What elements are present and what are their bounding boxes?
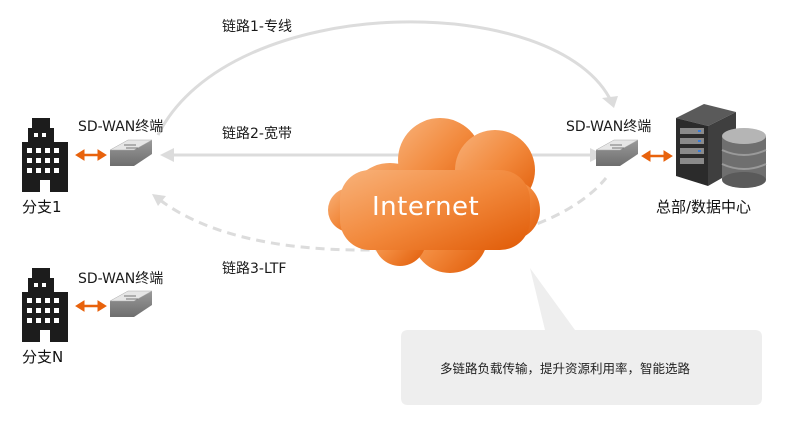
router-icon (109, 139, 153, 166)
building-icon (22, 118, 68, 192)
link2-arrowhead-left (160, 148, 174, 162)
database-icon (721, 128, 767, 188)
callout-shape (401, 268, 762, 405)
router-icon (109, 290, 153, 317)
branch1-name: 分支1 (22, 198, 62, 216)
hq-device-label: SD-WAN终端 (566, 119, 652, 135)
internet-cloud-shape (328, 118, 540, 273)
link3-arrowhead (152, 194, 166, 206)
branch1-connector-arrow (75, 149, 107, 161)
link2-label: 链路2-宽带 (222, 126, 292, 142)
link1-arc (156, 20, 614, 136)
branchN-device-label: SD-WAN终端 (78, 271, 164, 287)
link3-dashed-curve (159, 177, 608, 252)
link3-label: 链路3-LTF (222, 261, 287, 277)
hq-connector-arrow (641, 150, 673, 162)
hq-name: 总部/数据中心 (656, 198, 752, 216)
router-icon (595, 139, 639, 166)
internet-label: Internet (372, 192, 480, 222)
callout-text: 多链路负载传输，提升资源利用率，智能选路 (440, 361, 691, 376)
branchN-connector-arrow (75, 300, 107, 312)
building-icon (22, 268, 68, 342)
link1-arrowhead (602, 96, 618, 108)
branchN-name: 分支N (22, 348, 64, 366)
branch1-device-label: SD-WAN终端 (78, 119, 164, 135)
link1-label: 链路1-专线 (222, 19, 292, 35)
